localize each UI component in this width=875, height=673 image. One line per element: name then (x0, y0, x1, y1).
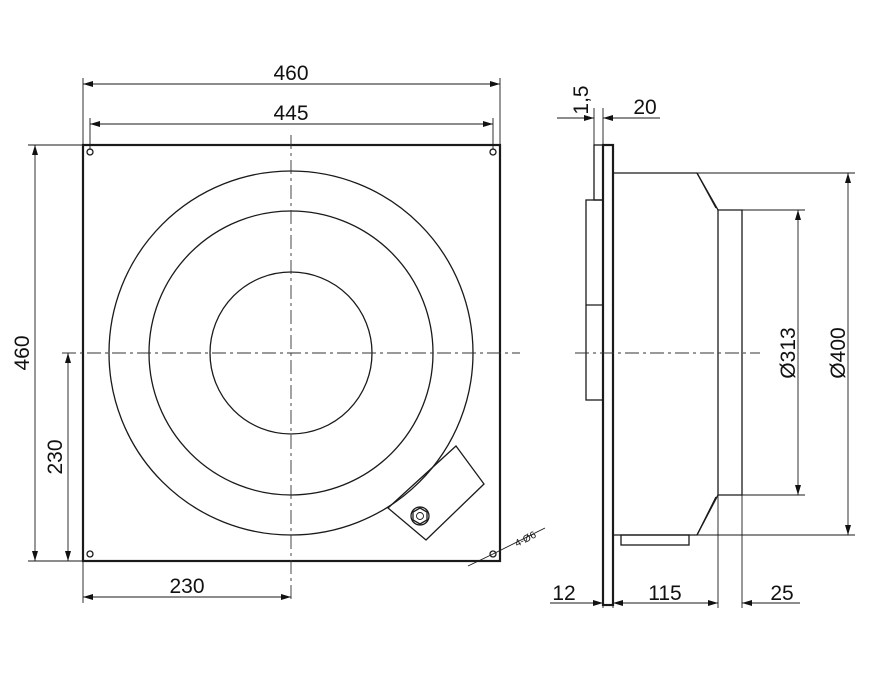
side-flange-plate (585, 199, 604, 401)
dim-height: 460 (11, 335, 34, 370)
dim-plate: 1,5 (570, 85, 593, 114)
corner-hole-bottom-left (86, 550, 94, 558)
motor-body (613, 172, 743, 536)
side-base (620, 534, 690, 546)
dim-flange: 20 (633, 96, 656, 119)
corner-hole-bottom-right (489, 550, 497, 558)
dim-outer-diameter: Ø400 (827, 327, 850, 378)
dim-half-width: 230 (169, 575, 204, 598)
side-view: 1,5 20 Ø313 Ø400 12 115 25 (550, 85, 855, 608)
side-mounting-plate (601, 143, 615, 607)
dim-outlet: 25 (770, 582, 793, 605)
terminal-gland (410, 506, 430, 526)
dim-body: 115 (648, 582, 681, 605)
dim-width-outer: 460 (273, 62, 308, 85)
dim-half-height: 230 (44, 439, 67, 474)
terminal-box (387, 445, 485, 541)
front-view: 460 445 460 230 230 4-Ø6 (11, 62, 546, 603)
dim-width-holes: 445 (273, 102, 308, 125)
hole-callout: 4-Ø6 (513, 530, 538, 550)
dim-inner-diameter: Ø313 (777, 327, 800, 378)
side-flange (593, 144, 604, 201)
dim-base: 12 (552, 582, 575, 605)
